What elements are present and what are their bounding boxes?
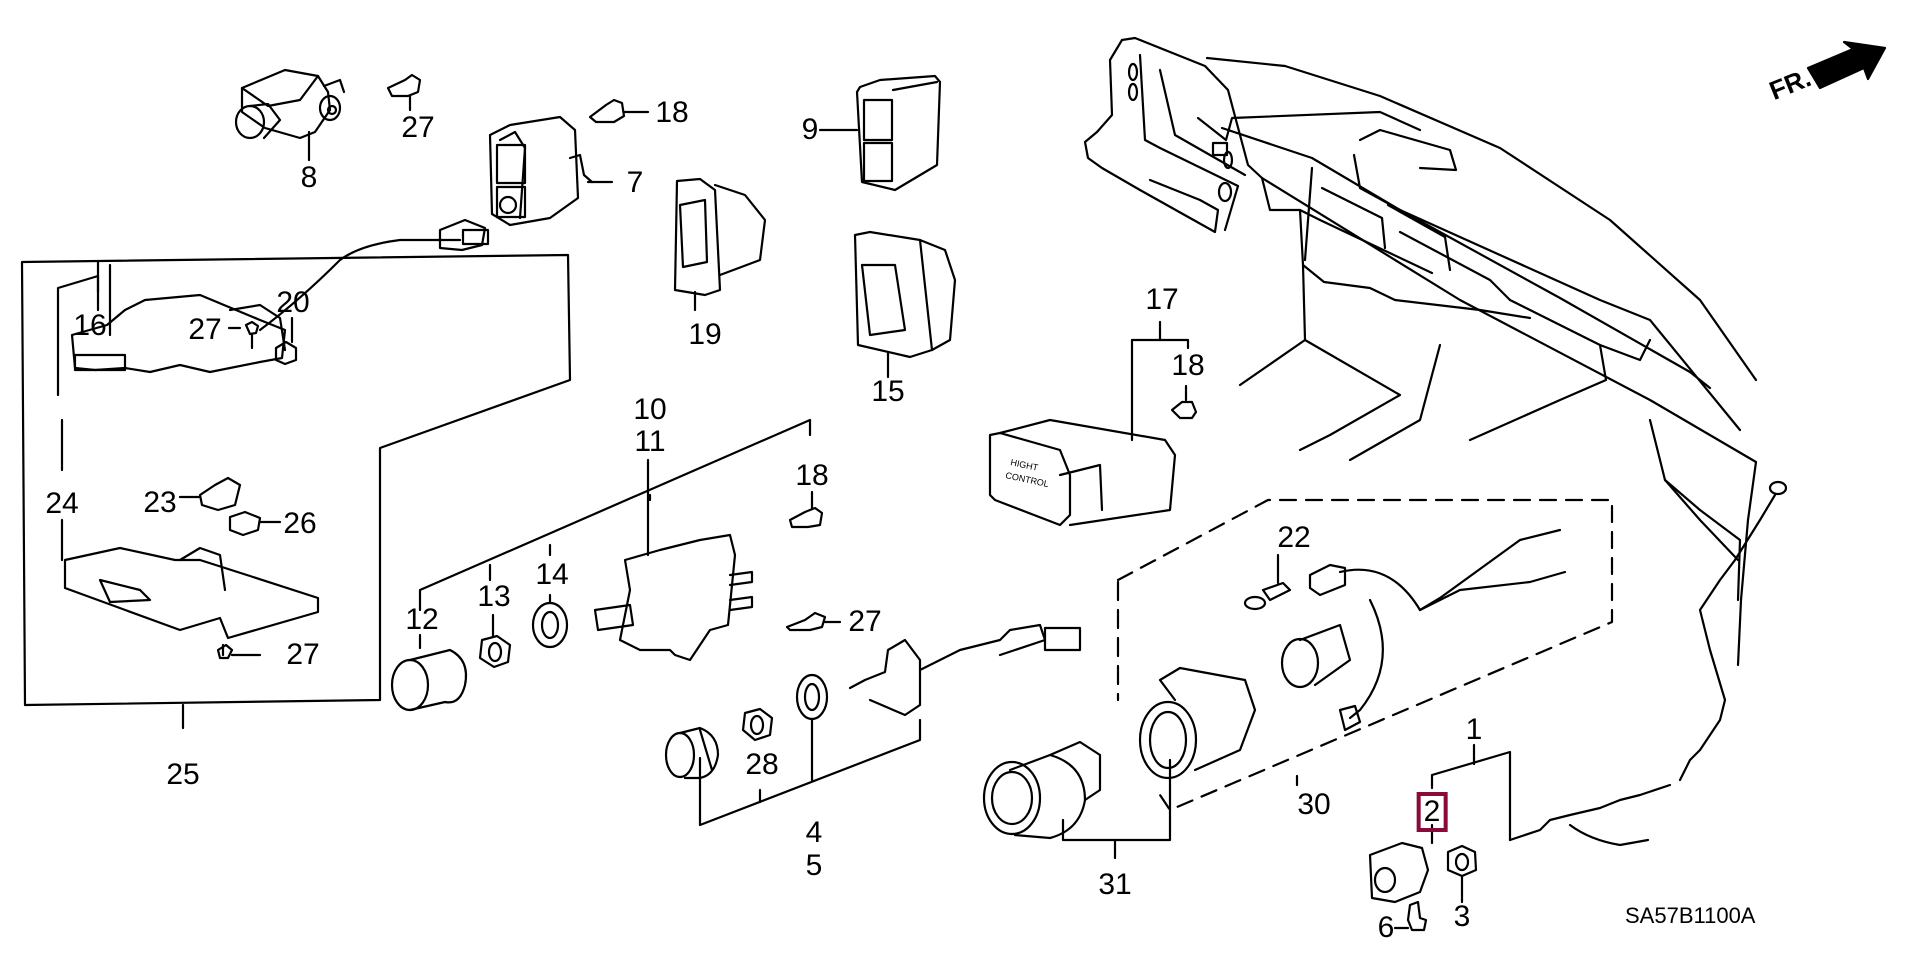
height-control-label: HIGHT [1010, 457, 1040, 473]
callout-26[interactable]: 26 [283, 507, 317, 540]
part-26-nut[interactable] [230, 512, 280, 535]
callout-2-selected[interactable]: 2 [1416, 792, 1448, 832]
callout-27[interactable]: 27 [188, 313, 222, 346]
callout-5[interactable]: 5 [805, 849, 823, 882]
callout-28[interactable]: 28 [745, 748, 779, 781]
callout-8[interactable]: 8 [300, 161, 318, 194]
part-22-bulb[interactable] [1245, 555, 1290, 609]
front-direction-arrow-icon [1808, 42, 1885, 88]
callout-16[interactable]: 16 [73, 309, 107, 342]
part-4-5-washer[interactable] [797, 675, 827, 719]
part-3-nut[interactable] [1448, 846, 1476, 902]
part-7-switch[interactable] [490, 117, 612, 225]
callout-27[interactable]: 27 [401, 111, 435, 144]
dashboard-panel [1085, 38, 1756, 665]
assembly-25-bracket-frame [22, 255, 570, 728]
part-6-screw[interactable] [1395, 902, 1426, 930]
part-23-clip[interactable] [180, 478, 240, 510]
height-control-label: CONTROL [1005, 470, 1050, 489]
part-15-switch[interactable] [855, 232, 955, 377]
assembly-knob-bracket-lines [700, 720, 920, 825]
assembly-10-11-bracket-lines [420, 420, 810, 610]
callout-31[interactable]: 31 [1098, 868, 1132, 901]
lighter-socket-housing[interactable] [1140, 668, 1255, 778]
part-24-bracket[interactable] [62, 420, 318, 658]
part-18-clip[interactable] [790, 492, 822, 527]
callout-20[interactable]: 20 [276, 286, 310, 319]
part-12-cap[interactable] [392, 635, 466, 710]
callout-11[interactable]: 11 [634, 425, 666, 458]
part-14-washer[interactable] [533, 595, 567, 647]
callout-25[interactable]: 25 [166, 758, 200, 791]
callout-27[interactable]: 27 [286, 638, 320, 671]
callout-23[interactable]: 23 [143, 486, 177, 519]
knob-part[interactable] [666, 728, 718, 778]
part-8-switch[interactable] [236, 70, 344, 160]
callout-18[interactable]: 18 [795, 459, 829, 492]
diagram-reference-code: SA57B1100A [1625, 903, 1756, 928]
part-28-nut[interactable] [743, 709, 772, 740]
part-1-cable[interactable] [1432, 482, 1786, 845]
part-27-screw[interactable] [787, 613, 840, 630]
part-19-switch[interactable] [675, 179, 765, 310]
callout-30[interactable]: 30 [1297, 788, 1331, 821]
part-13-nut[interactable] [480, 615, 510, 667]
part-18-clip[interactable] [590, 100, 648, 122]
callout-12[interactable]: 12 [405, 603, 439, 636]
callout-15[interactable]: 15 [871, 375, 905, 408]
part-18-clip[interactable] [1172, 386, 1196, 418]
callout-27[interactable]: 27 [848, 605, 882, 638]
callout-18[interactable]: 18 [1171, 349, 1205, 382]
assembly-30-frame [1118, 500, 1612, 810]
callout-3[interactable]: 3 [1453, 900, 1471, 933]
part-31-cigarette-lighter[interactable] [984, 742, 1170, 858]
callout-17[interactable]: 17 [1145, 283, 1179, 316]
callout-4[interactable]: 4 [805, 816, 823, 849]
part-10-11-switch[interactable] [595, 460, 752, 660]
callout-6[interactable]: 6 [1377, 911, 1395, 944]
part-27-screw[interactable] [388, 75, 420, 110]
lighter-socket-element[interactable] [850, 625, 1080, 715]
part-9-switch[interactable] [820, 76, 940, 190]
part-20-grommet[interactable] [276, 318, 296, 364]
part-27-screw[interactable] [229, 322, 258, 348]
callout-19[interactable]: 19 [688, 318, 722, 351]
part-16-control-module[interactable] [58, 220, 488, 395]
callout-10[interactable]: 10 [633, 393, 667, 426]
callout-9[interactable]: 9 [801, 113, 819, 146]
callout-14[interactable]: 14 [535, 558, 569, 591]
callout-22[interactable]: 22 [1277, 521, 1311, 554]
lighter-harness[interactable] [1282, 530, 1565, 730]
callout-7[interactable]: 7 [626, 166, 644, 199]
callout-1[interactable]: 1 [1465, 713, 1483, 746]
part-2-knob[interactable] [1370, 825, 1432, 902]
callout-13[interactable]: 13 [477, 580, 511, 613]
callout-18[interactable]: 18 [655, 96, 689, 129]
part-17-height-control-switch[interactable]: HIGHT CONTROL [990, 322, 1188, 525]
callout-24[interactable]: 24 [45, 487, 79, 520]
